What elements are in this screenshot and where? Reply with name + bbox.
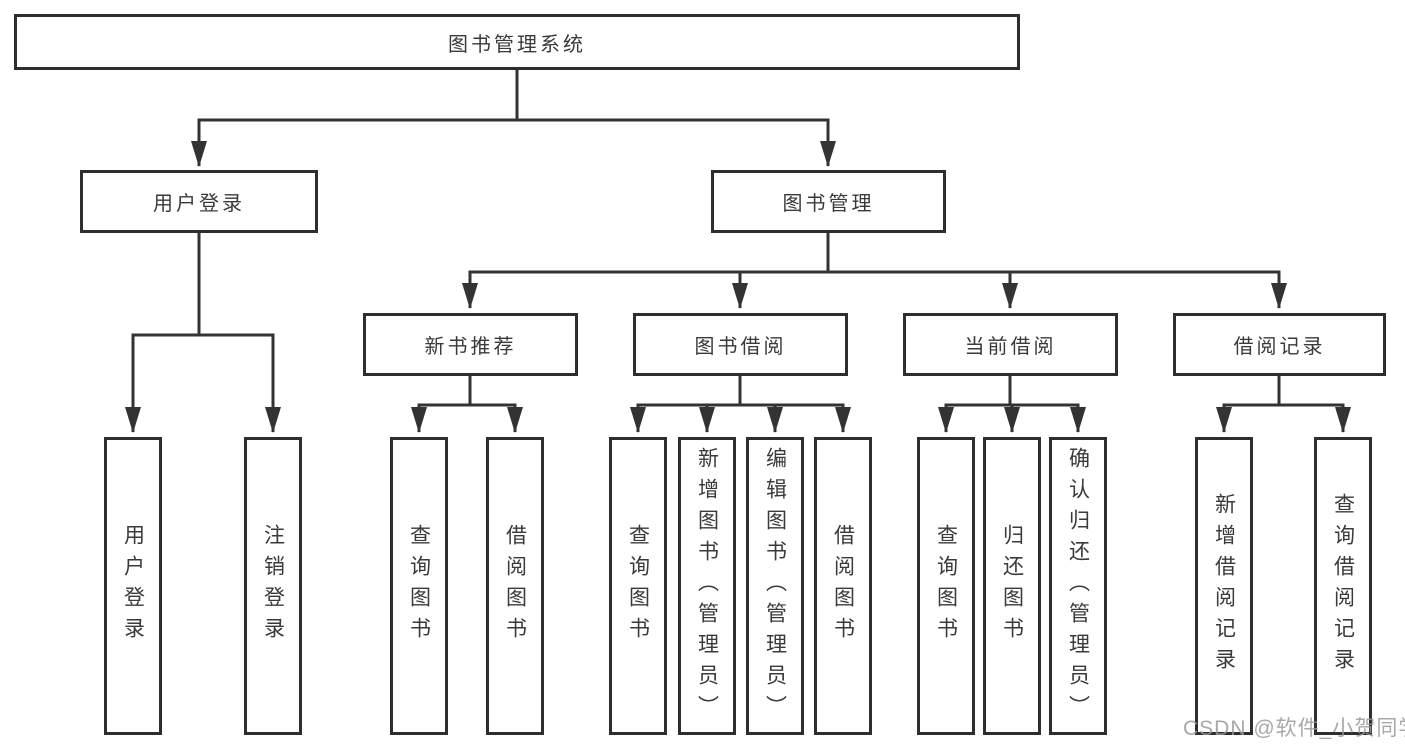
node-query-books-borrow: 查询图书: [609, 437, 667, 735]
node-label: 新增借阅记录: [1212, 493, 1236, 679]
node-query-borrow-record: 查询借阅记录: [1314, 437, 1372, 735]
csdn-watermark: CSDN @软件_小贺同学: [1183, 717, 1405, 740]
node-label: 借阅记录: [1233, 336, 1326, 358]
node-add-borrow-record: 新增借阅记录: [1195, 437, 1253, 735]
node-label: 注销登录: [261, 524, 285, 648]
node-library-system: 图书管理系统: [14, 14, 1020, 70]
node-query-books-current: 查询图书: [917, 437, 975, 735]
node-label: 图书借阅: [694, 336, 787, 358]
node-label: 查询借阅记录: [1331, 493, 1355, 679]
node-label: 查询图书: [407, 524, 431, 648]
node-book-management: 图书管理: [711, 170, 946, 233]
node-user-login: 用户登录: [80, 170, 318, 233]
node-label: 编辑图书（管理员）: [763, 446, 787, 726]
node-label: 查询图书: [934, 524, 958, 648]
node-label: 用户登录: [121, 524, 145, 648]
node-label: 归还图书: [1000, 524, 1024, 648]
node-book-borrow: 图书借阅: [633, 313, 848, 376]
node-label: 查询图书: [626, 524, 650, 648]
node-label: 借阅图书: [831, 524, 855, 648]
node-borrow-records: 借阅记录: [1173, 313, 1386, 376]
node-return-books: 归还图书: [983, 437, 1041, 735]
node-label: 当前借阅: [964, 336, 1057, 358]
node-borrow-books-recommend: 借阅图书: [486, 437, 544, 735]
node-label: 用户登录: [153, 193, 245, 215]
node-logout: 注销登录: [244, 437, 302, 735]
node-label: 图书管理: [782, 193, 875, 215]
node-label: 借阅图书: [503, 524, 527, 648]
node-query-books-recommend: 查询图书: [390, 437, 448, 735]
node-label: 图书管理系统: [448, 33, 586, 56]
node-confirm-return-admin: 确认归还（管理员）: [1049, 437, 1107, 735]
node-current-borrow: 当前借阅: [903, 313, 1118, 376]
node-borrow-books-leaf: 借阅图书: [814, 437, 872, 735]
node-add-book-admin: 新增图书（管理员）: [678, 437, 736, 735]
node-label: 确认归还（管理员）: [1066, 446, 1090, 726]
node-label: 新书推荐: [424, 336, 517, 358]
node-user-login-leaf: 用户登录: [104, 437, 162, 735]
node-new-book-recommend: 新书推荐: [363, 313, 578, 376]
node-edit-book-admin: 编辑图书（管理员）: [746, 437, 804, 735]
node-label: 新增图书（管理员）: [695, 446, 719, 726]
